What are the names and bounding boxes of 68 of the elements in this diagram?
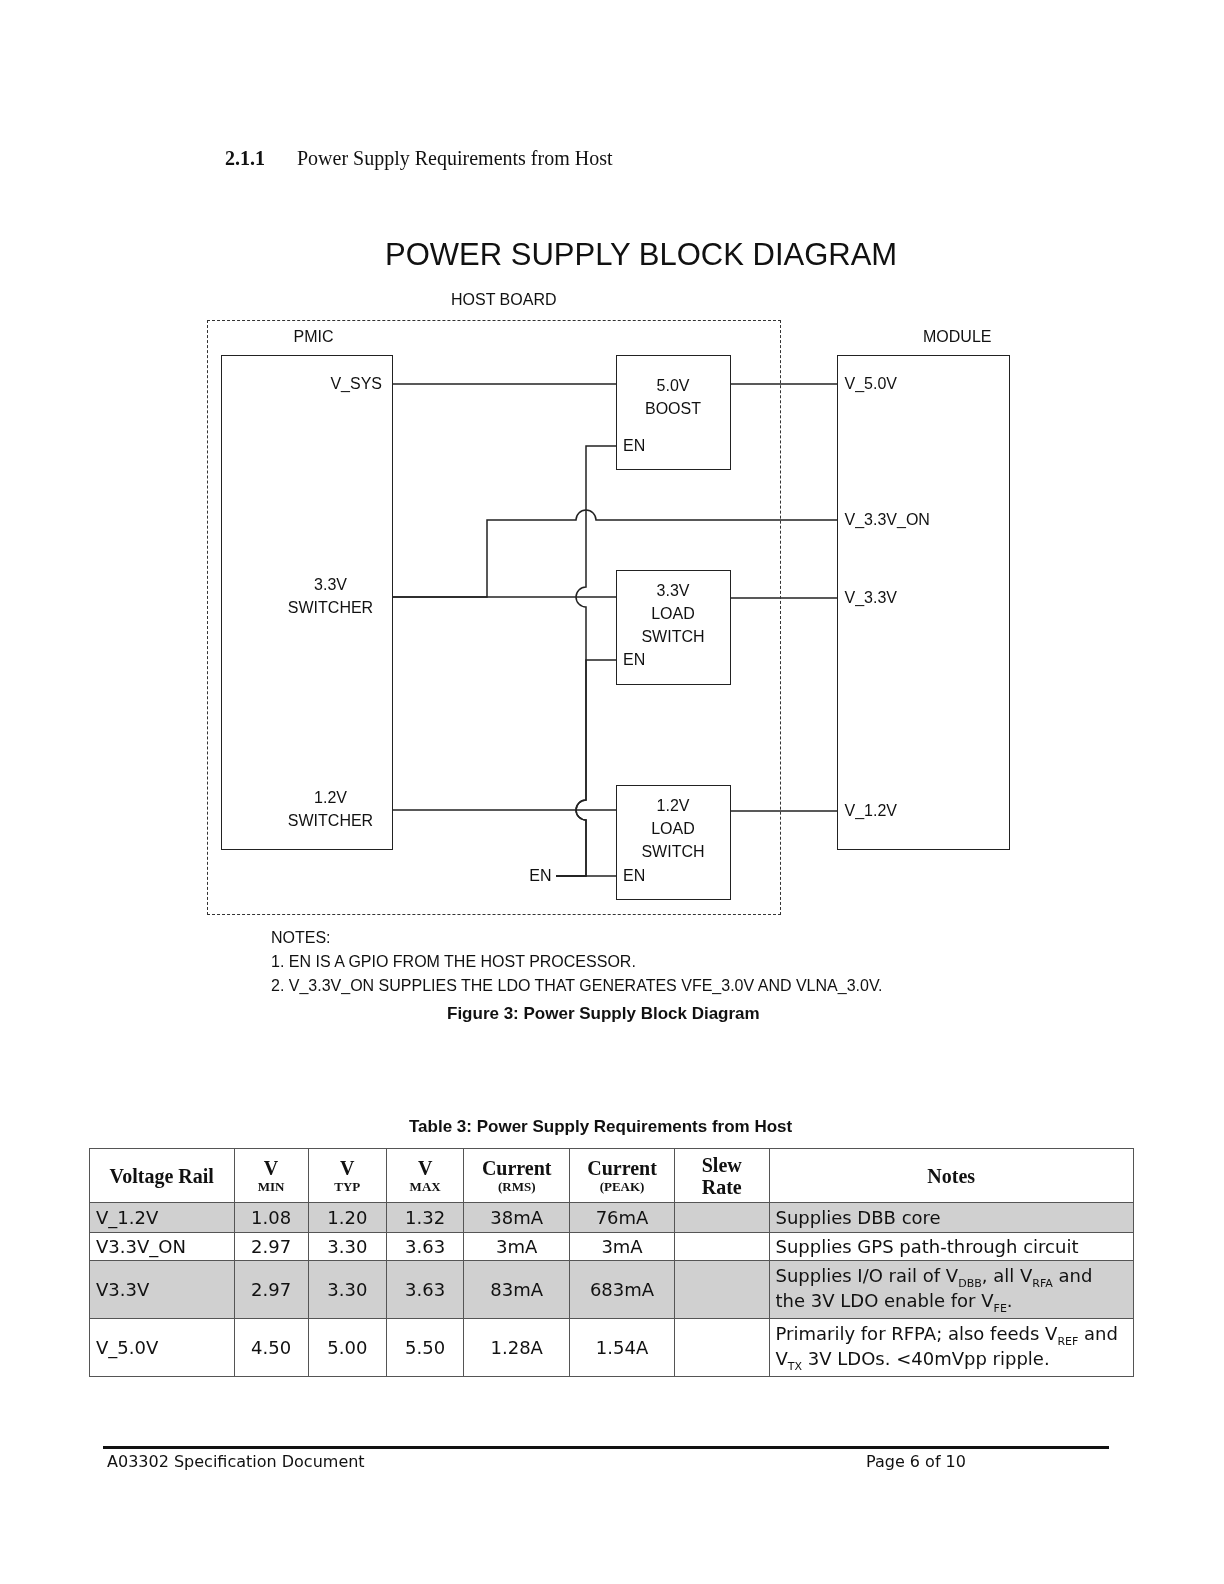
wire [730,597,838,599]
table-cell: Primarily for RFPA; also feeds V$_{REF}$ and V$_{TX}$ 3V LDOs. <40mVpp ripple. [769,1318,1134,1377]
table-cell: 3.63 [386,1260,464,1319]
table-cell: 2.97 [234,1260,309,1319]
pin-label: V_SYS [289,371,392,395]
pin-label: EN [615,433,675,457]
block-label: 3.3V LOAD SWITCH [640,580,706,647]
table-cell: 38mA [463,1202,570,1233]
pin-label: V_1.2V [836,798,967,823]
table-cell: V_5.0V [89,1318,234,1377]
table-cell: 2.97 [234,1232,309,1261]
block-label: 5.0V BOOST [644,375,702,419]
table-cell: 3mA [569,1232,675,1261]
table-cell: 76mA [569,1202,675,1233]
table-cell: 1.32 [386,1202,464,1233]
table-cell: 1.54A [569,1318,675,1377]
wire [555,875,617,877]
load-switch-block [615,569,731,685]
section-heading: Power Supply Requirements from Host [297,147,613,170]
header-cell: Voltage Rail [89,1148,234,1203]
table-cell: Supplies I/O rail of V$_{DBB}$, all V$_{RFA}$ and the 3V LDO enable for V$_{FE}$. [769,1260,1134,1319]
table-cell: 1.20 [308,1202,387,1233]
page-number: Page 6 of 10 [866,1452,966,1471]
table-cell: V3.3V [89,1260,234,1319]
footer-text: A03302 Specification Document [107,1452,365,1471]
block-title: MODULE [923,328,992,346]
table-cell: V_1.2V [89,1202,234,1233]
note-text: 2. V_3.3V_ON SUPPLIES THE LDO THAT GENERATES VFE_3.0V AND VLNA_3.0V. [271,977,883,995]
boost-converter-block [615,354,731,470]
table-caption: Table 3: Power Supply Requirements from Host [409,1117,793,1137]
pin-label: EN [615,647,675,671]
load-switch-block [615,784,731,900]
section-number: 2.1.1 [225,147,265,170]
table-cell: 83mA [463,1260,570,1319]
wire [730,810,838,812]
table-cell: 3.30 [308,1232,387,1261]
table-cell: 1.28A [463,1318,570,1377]
table-cell: Supplies GPS path-through circuit [769,1232,1134,1261]
table-cell: 3.30 [308,1260,387,1319]
pin-label: 1.2V SWITCHER [279,785,392,833]
pin-label: V_3.3V [836,585,967,610]
table-cell: 4.50 [234,1318,309,1377]
block-label: 1.2V LOAD SWITCH [640,795,706,862]
table-cell: 3mA [463,1232,570,1261]
table-cell: 3.63 [386,1232,464,1261]
table-cell: 1.08 [234,1202,309,1233]
note-text: 1. EN IS A GPIO FROM THE HOST PROCESSOR. [271,953,636,971]
pin-label: V_5.0V [836,371,967,396]
table-cell: 683mA [569,1260,675,1319]
header-cell: Notes [769,1148,1134,1203]
table-cell: 5.00 [308,1318,387,1377]
diagram-title: POWER SUPPLY BLOCK DIAGRAM [385,237,898,273]
wire [392,383,617,385]
block-title: PMIC [293,327,334,346]
table-cell: Supplies DBB core [769,1202,1134,1233]
wire [392,596,617,598]
figure-caption: Figure 3: Power Supply Block Diagram [447,1004,760,1024]
table-cell: V3.3V_ON [89,1232,234,1261]
block-title: HOST BOARD [451,291,557,309]
pin-label: 3.3V SWITCHER [279,572,392,620]
notes-heading: NOTES: [271,929,331,947]
wire [392,809,617,811]
wire [730,383,838,385]
pin-label: V_3.3V_ON [836,507,967,532]
pin-label: EN [615,863,675,887]
header-cell: Slew Rate [674,1148,769,1203]
signal-label: EN [519,863,556,888]
table-cell: 5.50 [386,1318,464,1377]
